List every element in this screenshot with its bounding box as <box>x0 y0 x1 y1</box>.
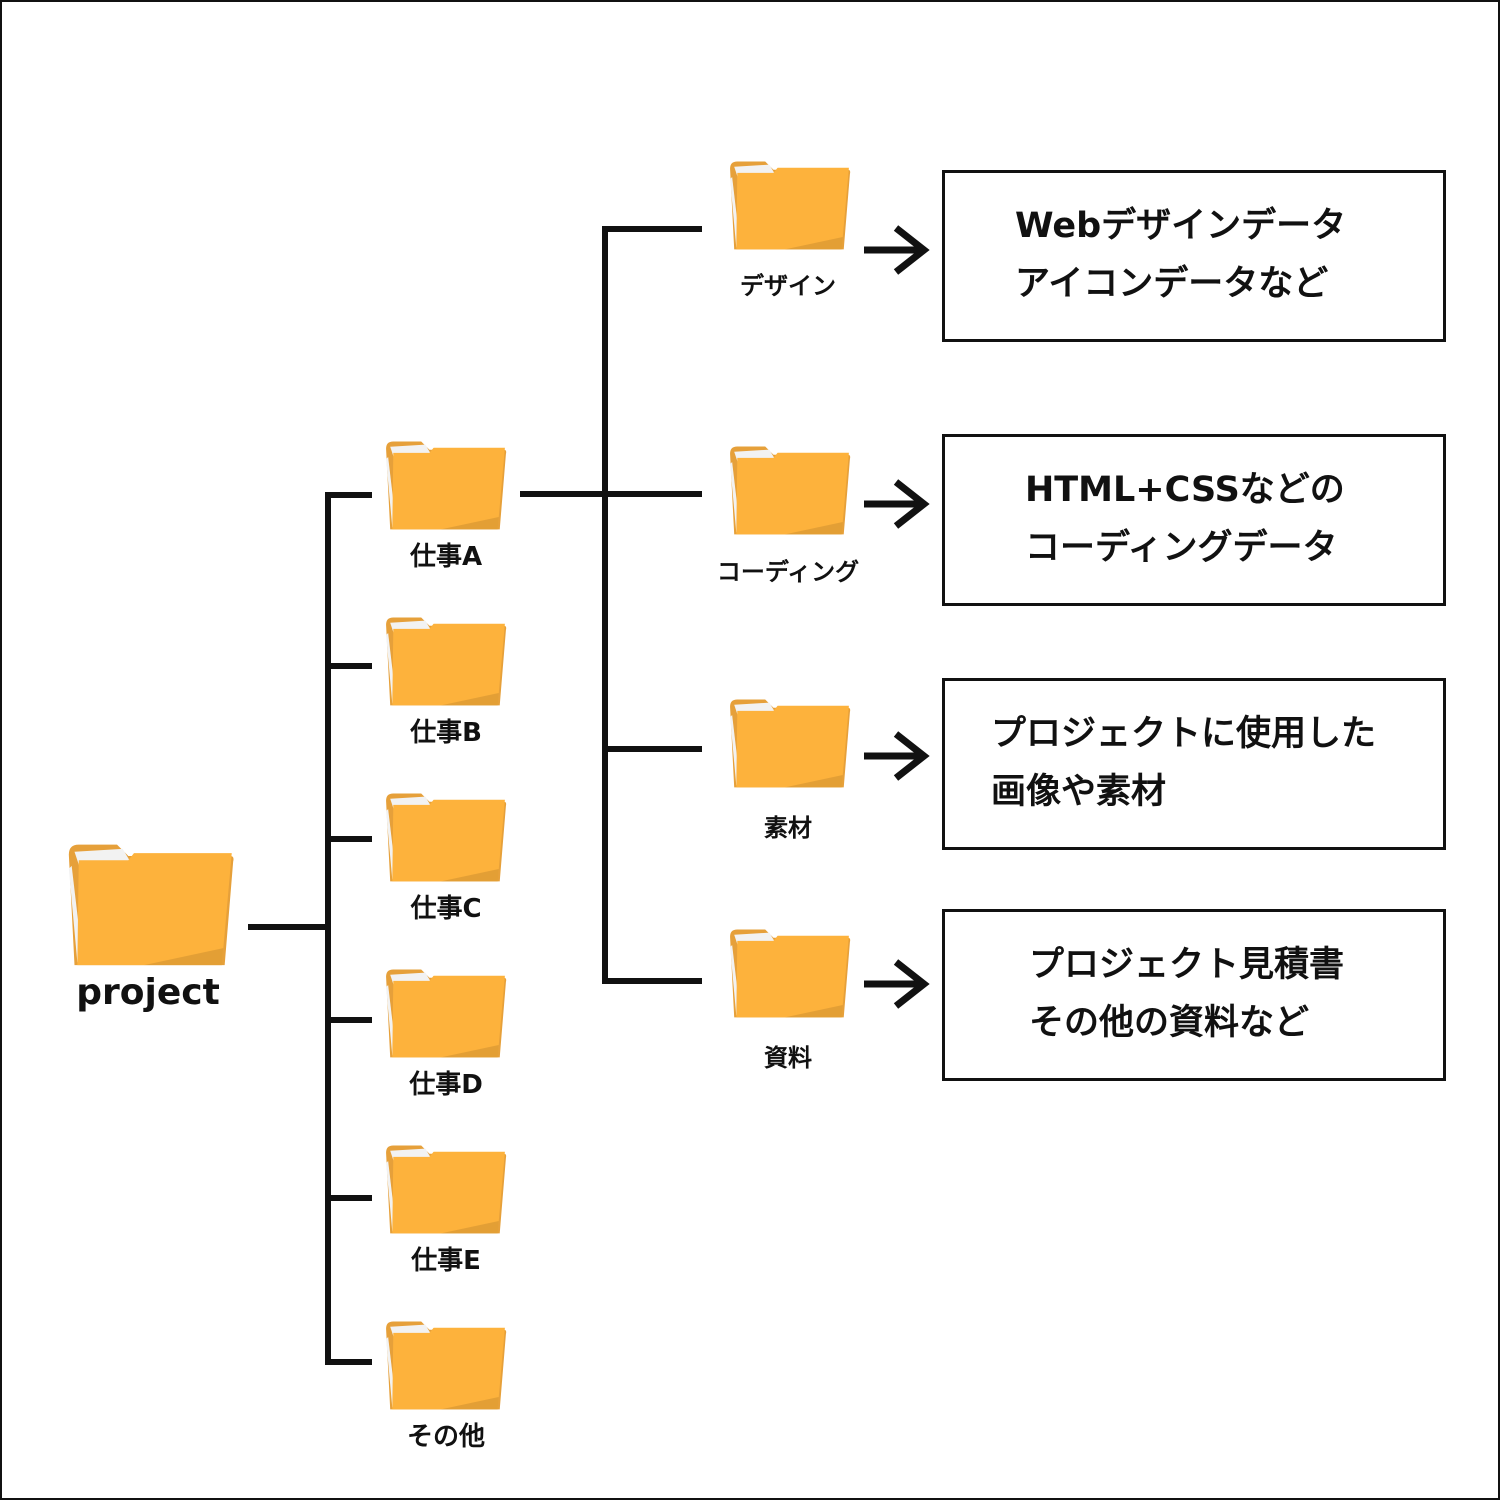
level1-folder-label: 仕事E <box>411 1246 481 1276</box>
folder-icon <box>386 1145 507 1234</box>
description-line: コーディングデータ <box>1025 528 1338 568</box>
folder-icon <box>730 446 851 535</box>
description-box: HTML+CSSなどのコーディングデータ <box>942 434 1446 606</box>
folder-icon <box>730 929 851 1018</box>
level1-folder-label: 仕事C <box>410 894 482 924</box>
folder-icon <box>386 969 507 1058</box>
root-folder-label: project <box>76 972 220 1013</box>
level2-folder-label: コーディング <box>716 558 860 586</box>
arrow-icon <box>864 479 930 529</box>
description-line: HTML+CSSなどの <box>1025 470 1345 510</box>
description-line: 画像や素材 <box>991 772 1167 812</box>
arrow-icon <box>864 959 930 1009</box>
root-folder-icon <box>68 844 234 966</box>
folder-icon <box>386 1321 507 1410</box>
description-line: プロジェクトに使用した <box>991 714 1377 754</box>
level2-folder-label: 素材 <box>764 814 812 842</box>
description-line: アイコンデータなど <box>1015 264 1329 304</box>
arrow-icon <box>864 225 930 275</box>
level2-folder-label: 資料 <box>764 1044 812 1072</box>
description-box: プロジェクト見積書その他の資料など <box>942 909 1446 1081</box>
level1-folder-label: 仕事D <box>409 1070 483 1100</box>
folder-icon <box>730 699 851 788</box>
description-box: プロジェクトに使用した画像や素材 <box>942 678 1446 850</box>
arrow-icon <box>864 731 930 781</box>
folder-icon <box>730 161 851 250</box>
level1-folder-label: その他 <box>406 1422 485 1452</box>
description-line: Webデザインデータ <box>1015 206 1347 246</box>
folder-icon <box>386 793 507 882</box>
level2-folder-label: デザイン <box>740 272 836 300</box>
level1-folder-label: 仕事B <box>410 718 482 748</box>
description-box: Webデザインデータアイコンデータなど <box>942 170 1446 342</box>
description-line: その他の資料など <box>1029 1003 1310 1043</box>
folder-icon <box>386 441 507 530</box>
description-line: プロジェクト見積書 <box>1029 945 1345 985</box>
folder-icon <box>386 617 507 706</box>
level1-folder-label: 仕事A <box>409 542 483 572</box>
